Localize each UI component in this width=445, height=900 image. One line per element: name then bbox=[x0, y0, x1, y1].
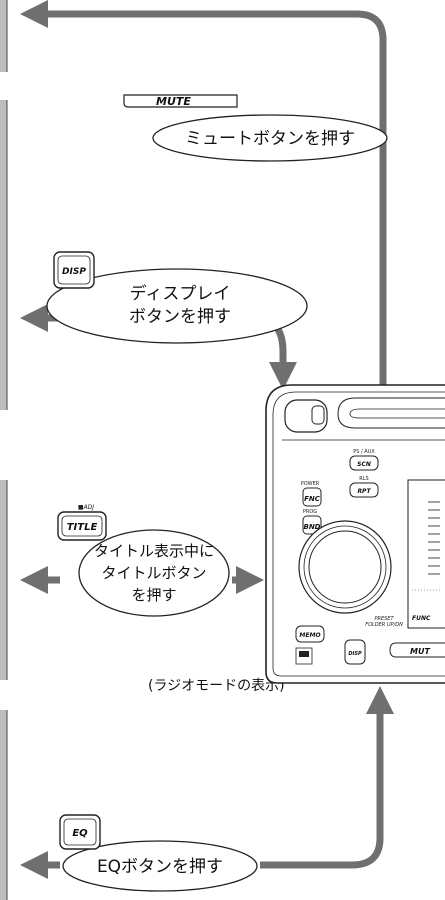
mute-bubble: ミュートボタンを押す bbox=[152, 114, 388, 162]
title-key-label: TITLE bbox=[67, 522, 98, 533]
func-label: FUNC bbox=[412, 615, 431, 622]
disp-bubble: ディスプレイ ボタンを押す bbox=[46, 268, 308, 344]
title-bubble-line3: を押す bbox=[131, 586, 176, 604]
eq-bubble: EQボタンを押す bbox=[62, 840, 258, 892]
scn-top-label: PS / AUX bbox=[353, 449, 375, 455]
unit-disp-button bbox=[344, 639, 366, 665]
rpt-button bbox=[349, 482, 379, 498]
power-label: POWER bbox=[301, 481, 320, 487]
title-key-sub: ■ADJ bbox=[78, 504, 94, 511]
display-segments bbox=[428, 501, 440, 575]
preset-label-1: PRESET bbox=[374, 616, 394, 622]
disp-key-label: DISP bbox=[62, 267, 86, 277]
volume-knob bbox=[298, 520, 392, 614]
disp-bubble-line1: ディスプレイ bbox=[130, 283, 231, 304]
unit-disp-label: DISP bbox=[348, 651, 362, 657]
title-bubble-line1: タイトル表示中に bbox=[94, 542, 214, 560]
fnc-label: FNC bbox=[304, 495, 321, 503]
cd-slot bbox=[337, 397, 445, 429]
title-bubble: タイトル表示中に タイトルボタン を押す bbox=[78, 529, 230, 617]
eq-bubble-text: EQボタンを押す bbox=[97, 857, 223, 877]
title-key: ■ADJ TITLE bbox=[57, 504, 107, 541]
mute-button-label: MUTE bbox=[156, 95, 191, 108]
preset-label-2: FOLDER UP/DN bbox=[365, 622, 403, 628]
eq-key-label: EQ bbox=[72, 828, 88, 839]
disp-key: DISP bbox=[53, 251, 95, 289]
mute-bubble-text: ミュートボタンを押す bbox=[185, 129, 355, 149]
bnd-label: BND bbox=[303, 523, 320, 531]
eq-up-arrow bbox=[260, 686, 394, 869]
display-window bbox=[407, 479, 445, 629]
scn-label: SCN bbox=[357, 461, 371, 468]
disp-bubble-line2: ボタンを押す bbox=[129, 307, 231, 327]
eq-key: EQ bbox=[59, 814, 101, 850]
left-side-panels bbox=[0, 0, 8, 900]
title-bubble-line2: タイトルボタン bbox=[101, 564, 206, 582]
memo-label: MEMO bbox=[299, 632, 320, 639]
memo-button bbox=[295, 625, 325, 643]
rpt-label: RPT bbox=[357, 488, 371, 495]
mute-arrow bbox=[20, 0, 387, 398]
radio-mode-caption: (ラジオモードの表示) bbox=[148, 678, 285, 694]
head-unit: POWER FNC PROG BND PS / AUX SCN RLS RPT … bbox=[265, 384, 445, 684]
bnd-button bbox=[302, 515, 322, 535]
fnc-button bbox=[302, 487, 322, 507]
mute-button-tag: MUTE bbox=[123, 94, 238, 108]
prog-label: PROG bbox=[303, 509, 317, 515]
unit-mute-label: MUT bbox=[410, 647, 430, 656]
rpt-top-label: RLS bbox=[359, 476, 368, 482]
unit-mute-bar bbox=[389, 642, 445, 658]
scn-button bbox=[349, 455, 379, 471]
